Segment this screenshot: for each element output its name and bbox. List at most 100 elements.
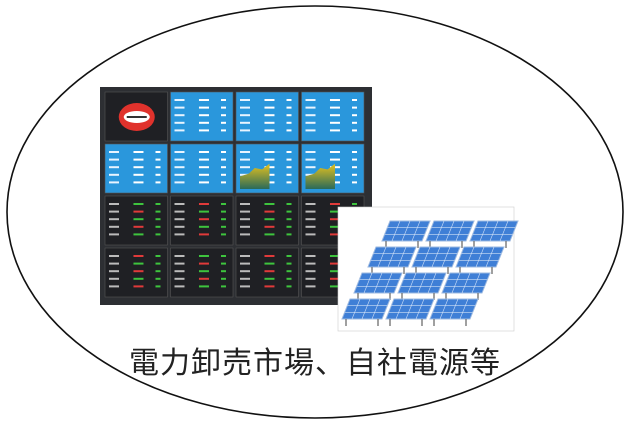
tile-value-line [264, 255, 275, 257]
tile-label-line [240, 270, 250, 273]
tile-value-line [221, 277, 226, 280]
tile-value-line [133, 203, 144, 205]
tile-label-line [305, 218, 316, 221]
tile-value-line [264, 210, 275, 213]
tile-value-line [329, 262, 340, 265]
tile-value-line [155, 255, 161, 257]
panel-grid [427, 272, 437, 294]
tile-value-line [286, 262, 292, 265]
tile-value-line [198, 181, 209, 184]
tile-label-line [174, 255, 185, 257]
tile-label-line [109, 218, 119, 221]
tile-value-line [133, 218, 144, 221]
tile-value-line [133, 151, 144, 153]
tile-label-line [109, 262, 119, 265]
panel-grid [489, 220, 499, 242]
tile-value-line [264, 225, 275, 228]
tile-value-line [329, 218, 340, 221]
tile-value-line [329, 99, 340, 101]
panel-grid [361, 298, 371, 320]
panel-grid [485, 246, 495, 268]
tile-value-line [264, 114, 275, 117]
tile-value-line [221, 121, 226, 124]
tile-label-line [240, 173, 250, 176]
tile-value-line [286, 255, 292, 257]
tile-value-line [352, 99, 357, 101]
tile-value-line [286, 270, 292, 273]
tile-value-line [198, 151, 209, 153]
tile-label-line [109, 158, 119, 161]
tile-value-line [198, 262, 209, 265]
panel-grid [441, 246, 451, 268]
tile-label-line [174, 181, 185, 184]
tile-label-line [240, 218, 250, 221]
tile-value-line [329, 233, 340, 236]
tile-value-line [198, 129, 209, 132]
solar-panel-array-illustration [337, 206, 519, 332]
tile-value-line [155, 285, 161, 288]
tile-value-line [264, 158, 275, 161]
tile-label-line [305, 262, 316, 265]
tile-label-line [174, 166, 185, 169]
tile-label-line [109, 210, 119, 213]
tile-value-line [133, 277, 144, 280]
tile-label-line [174, 225, 185, 228]
solar-panel [367, 246, 417, 274]
panel-grid [451, 272, 461, 294]
tile-value-line [329, 210, 340, 213]
tile-label-line [174, 173, 185, 176]
tile-label-line [305, 285, 316, 288]
tile-value-line [133, 270, 144, 273]
tile-value-line [133, 181, 144, 184]
panel-grid [421, 246, 431, 268]
tile-value-line [329, 106, 340, 109]
tile-label-line [305, 106, 316, 109]
tile-label-line [305, 255, 316, 257]
tile-value-line [264, 151, 275, 153]
tile-value-line [198, 121, 209, 124]
tile-value-line [198, 203, 209, 205]
tile-value-line [264, 106, 275, 109]
tile-value-line [221, 225, 226, 228]
tile-value-line [352, 173, 357, 176]
tile-label-line [240, 210, 250, 213]
tile-label-line [109, 270, 119, 273]
tile-value-line [155, 210, 161, 213]
tile-label-line [305, 210, 316, 213]
tile-value-line [221, 99, 226, 101]
tile-label-line [240, 166, 250, 169]
tile-label-line [240, 158, 250, 161]
tile-label-line [174, 218, 185, 221]
tile-value-line [329, 277, 340, 280]
tile-value-line [133, 255, 144, 257]
tile-label-line [305, 173, 316, 176]
tile-value-line [352, 158, 357, 161]
tile-value-line [352, 181, 357, 184]
tile-value-line [264, 233, 275, 236]
tile-value-line [155, 203, 161, 205]
grouping-ellipse [6, 5, 624, 419]
tile-value-line [155, 277, 161, 280]
tile-value-line [329, 151, 340, 153]
tile-value-line [198, 233, 209, 236]
tile-value-line [155, 173, 161, 176]
tile-value-line [352, 121, 357, 124]
panel-grid [391, 220, 401, 242]
tile-label-line [109, 285, 119, 288]
solar-panel [411, 246, 461, 274]
panel-grid [431, 246, 441, 268]
tile-value-line [221, 233, 226, 236]
tile-value-line [352, 166, 357, 169]
tile-value-line [286, 99, 292, 101]
tile-value-line [198, 285, 209, 288]
tile-value-line [155, 262, 161, 265]
tile-value-line [133, 285, 144, 288]
tile-value-line [286, 158, 292, 161]
tile-value-line [329, 114, 340, 117]
mini-area-chart [305, 163, 335, 189]
mini-area-chart [240, 163, 270, 189]
tile-label-line [305, 277, 316, 280]
tile-value-line [198, 210, 209, 213]
